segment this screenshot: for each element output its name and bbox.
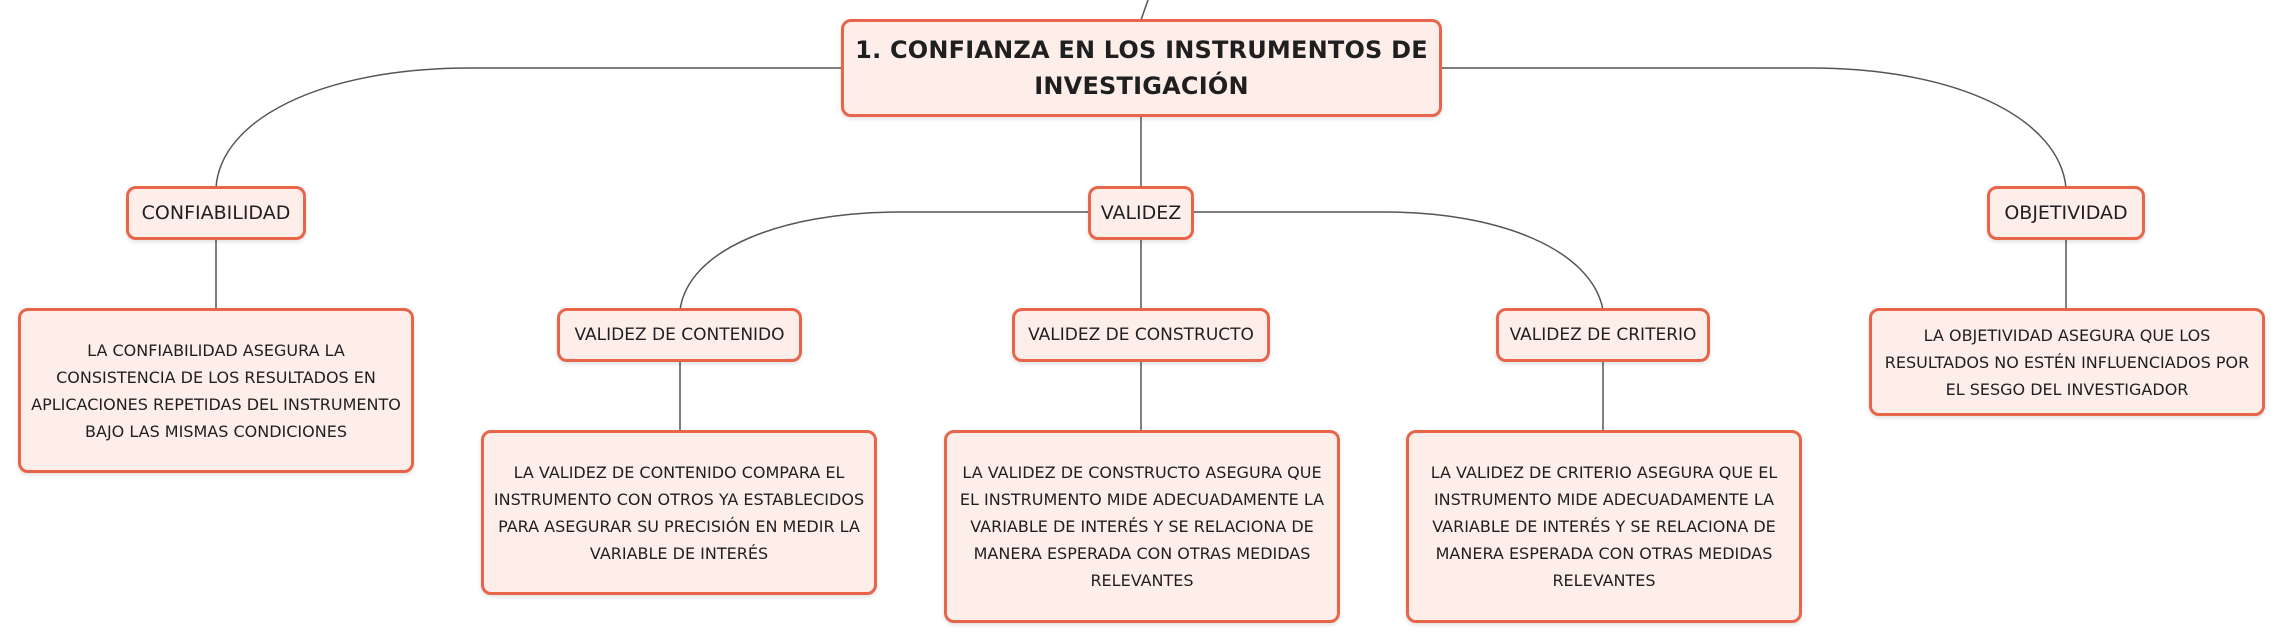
validez-criterio-description-text: LA VALIDEZ DE CRITERIO ASEGURA QUE EL IN… <box>1430 463 1778 590</box>
topic-validez-contenido[interactable]: VALIDEZ DE CONTENIDO <box>557 308 802 362</box>
topic-validez-contenido-label: VALIDEZ DE CONTENIDO <box>574 325 785 345</box>
topic-confiabilidad[interactable]: CONFIABILIDAD <box>126 186 306 240</box>
connector-root-objetividad <box>1441 67 2067 189</box>
objetividad-description-text: LA OBJETIVIDAD ASEGURA QUE LOS RESULTADO… <box>1884 325 2250 399</box>
topic-validez-constructo-label: VALIDEZ DE CONSTRUCTO <box>1028 325 1254 345</box>
confiabilidad-description[interactable]: LA CONFIABILIDAD ASEGURA LA CONSISTENCIA… <box>18 308 414 473</box>
validez-contenido-description-text: LA VALIDEZ DE CONTENIDO COMPARA EL INSTR… <box>493 462 865 563</box>
objetividad-description[interactable]: LA OBJETIVIDAD ASEGURA QUE LOS RESULTADO… <box>1869 308 2265 416</box>
connector-root-parent <box>1140 0 1149 21</box>
confiabilidad-description-text: LA CONFIABILIDAD ASEGURA LA CONSISTENCIA… <box>31 340 401 441</box>
topic-validez-label: VALIDEZ <box>1100 202 1182 224</box>
validez-criterio-description[interactable]: LA VALIDEZ DE CRITERIO ASEGURA QUE EL IN… <box>1406 430 1802 623</box>
connector-validez-criterio <box>1193 211 1604 311</box>
validez-contenido-description[interactable]: LA VALIDEZ DE CONTENIDO COMPARA EL INSTR… <box>481 430 877 595</box>
topic-validez-constructo[interactable]: VALIDEZ DE CONSTRUCTO <box>1012 308 1270 362</box>
validez-constructo-description[interactable]: LA VALIDEZ DE CONSTRUCTO ASEGURA QUE EL … <box>944 430 1340 623</box>
topic-objetividad-label: OBJETIVIDAD <box>2004 202 2128 224</box>
connector-validez-contenido <box>679 211 1089 311</box>
topic-validez-criterio-label: VALIDEZ DE CRITERIO <box>1509 325 1697 345</box>
topic-confiabilidad-label: CONFIABILIDAD <box>141 202 291 224</box>
validez-constructo-description-text: LA VALIDEZ DE CONSTRUCTO ASEGURA QUE EL … <box>959 463 1325 590</box>
root-topic[interactable]: 1. CONFIANZA EN LOS INSTRUMENTOS DE INVE… <box>841 19 1442 117</box>
root-topic-label: 1. CONFIANZA EN LOS INSTRUMENTOS DE INVE… <box>855 36 1428 100</box>
connector-root-confiabilidad <box>215 67 842 189</box>
topic-validez-criterio[interactable]: VALIDEZ DE CRITERIO <box>1496 308 1710 362</box>
topic-validez[interactable]: VALIDEZ <box>1088 186 1194 240</box>
topic-objetividad[interactable]: OBJETIVIDAD <box>1987 186 2145 240</box>
